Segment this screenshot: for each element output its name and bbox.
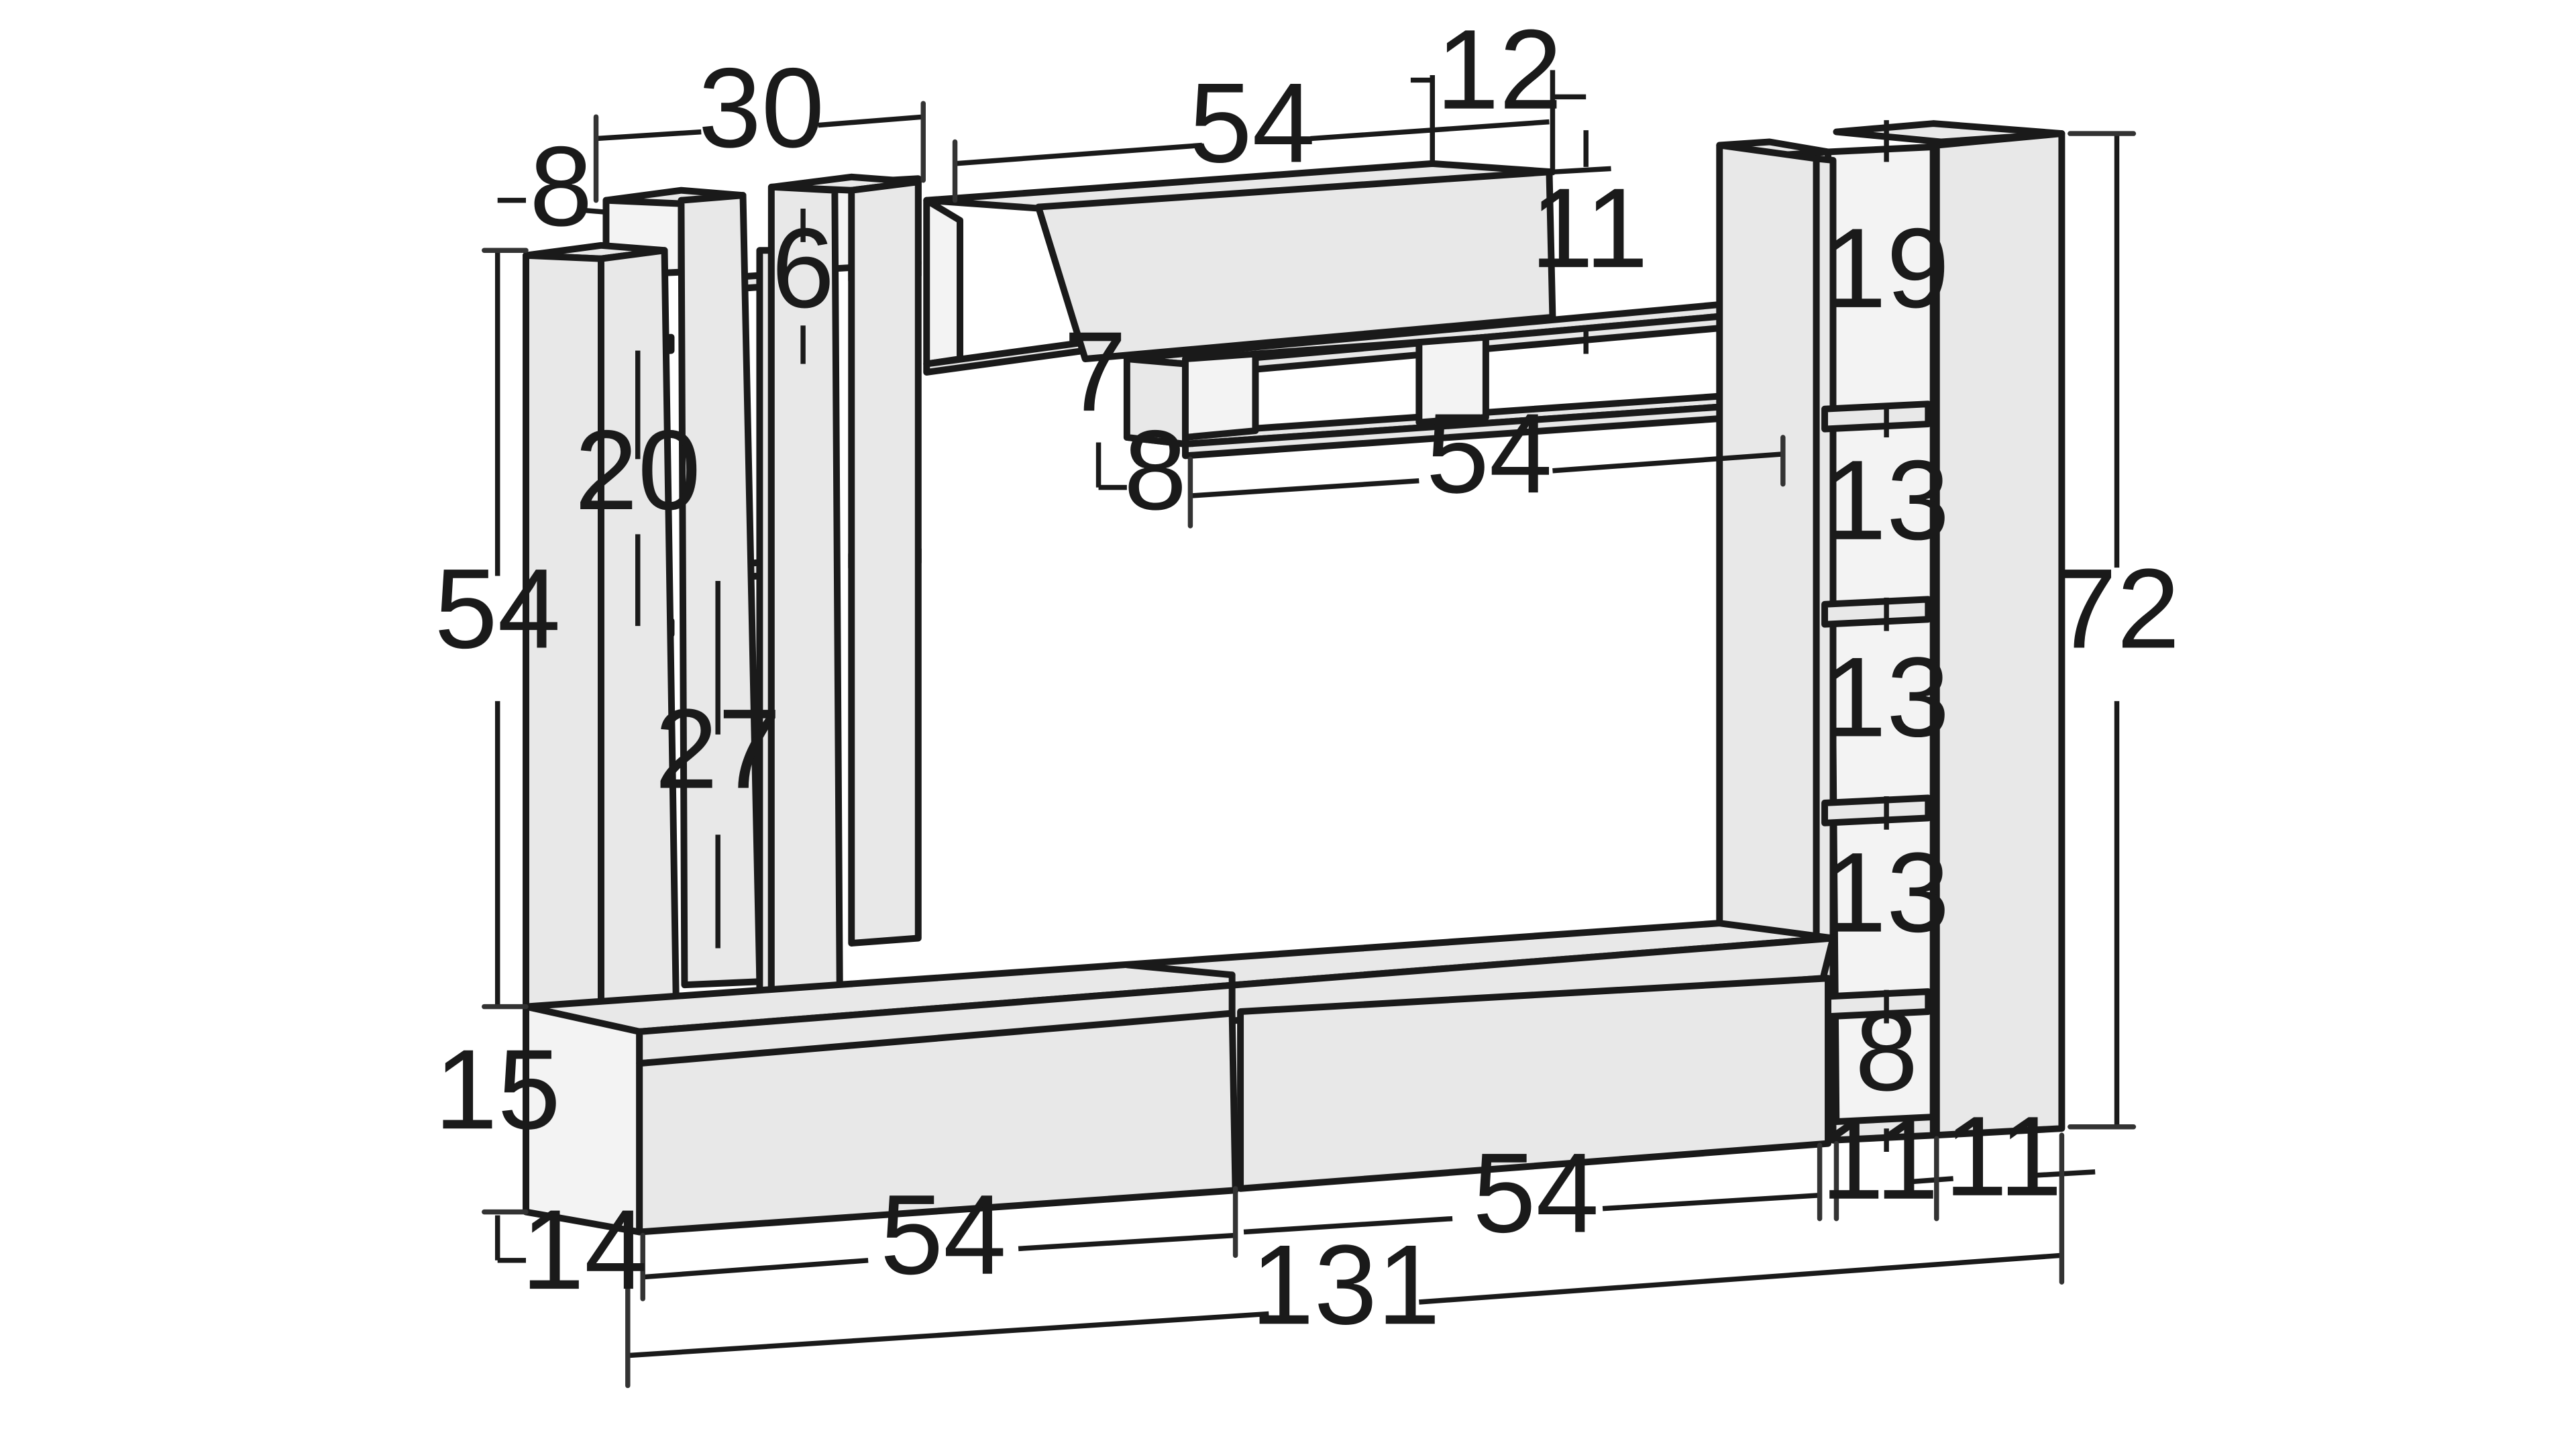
dim-tower-gap-4: 13 xyxy=(1823,829,1949,956)
dimension-labels: 30 8 54 20 27 6 54 12 11 7 8 54 19 13 13… xyxy=(435,6,2180,1348)
tower-shelf-2 xyxy=(1821,596,1932,628)
dim-tower-gap-top: 19 xyxy=(1823,205,1949,331)
dimension-lines xyxy=(482,70,2137,1389)
tall-cabinet-front xyxy=(1933,130,2065,1139)
base-drawer-right xyxy=(1237,975,1831,1192)
shelf-divider-3 xyxy=(1415,333,1489,426)
dim-tower-width-b: 11 xyxy=(1944,1093,2062,1220)
dim-top-cabinet-width: 54 xyxy=(1189,59,1315,186)
dim-base-depth: 14 xyxy=(521,1186,647,1313)
tower-shelf-3 xyxy=(1821,794,1932,826)
right-case-side xyxy=(1716,142,1820,952)
dim-shelf-gap-upper: 20 xyxy=(575,407,701,533)
dim-top-left-depth: 8 xyxy=(529,123,592,250)
dim-small-gap: 6 xyxy=(771,205,835,331)
dim-left-height: 54 xyxy=(435,545,561,672)
tall-cabinet xyxy=(1833,120,2065,1139)
left-upright-3 xyxy=(678,192,763,989)
dim-top-cabinet-depth: 12 xyxy=(1436,6,1562,133)
wall-cabinet-left-end xyxy=(923,197,963,368)
dim-base-left-width: 54 xyxy=(880,1171,1006,1298)
shelf-divider-1 xyxy=(1123,356,1189,447)
shelf-divider-2 xyxy=(1181,350,1259,441)
right-side-case xyxy=(1716,138,1831,952)
dim-shelf-gap-mid: 7 xyxy=(1064,308,1127,435)
dim-tower-width-a: 11 xyxy=(1821,1096,1939,1223)
dim-top-cabinet-height: 11 xyxy=(1530,164,1648,291)
dim-tower-gap-bottom: 8 xyxy=(1855,987,1918,1114)
dim-shelf-depth: 8 xyxy=(1124,407,1187,533)
dim-top-left-width: 30 xyxy=(698,44,824,171)
dim-base-right-width: 54 xyxy=(1472,1129,1599,1256)
left-bookcase xyxy=(523,173,922,1018)
left-upright-6 xyxy=(848,178,922,947)
dim-base-height: 15 xyxy=(435,1026,561,1152)
dim-tower-gap-2: 13 xyxy=(1823,437,1949,564)
dim-tower-gap-3: 13 xyxy=(1823,633,1949,760)
tv-base-unit xyxy=(523,920,1837,1236)
dim-tower-height: 72 xyxy=(2053,545,2180,672)
tower-shelf-1 xyxy=(1821,400,1932,433)
dim-shelf-width: 54 xyxy=(1426,390,1552,517)
dim-shelf-gap-lower: 27 xyxy=(655,686,781,812)
dim-total-width: 131 xyxy=(1251,1221,1440,1348)
